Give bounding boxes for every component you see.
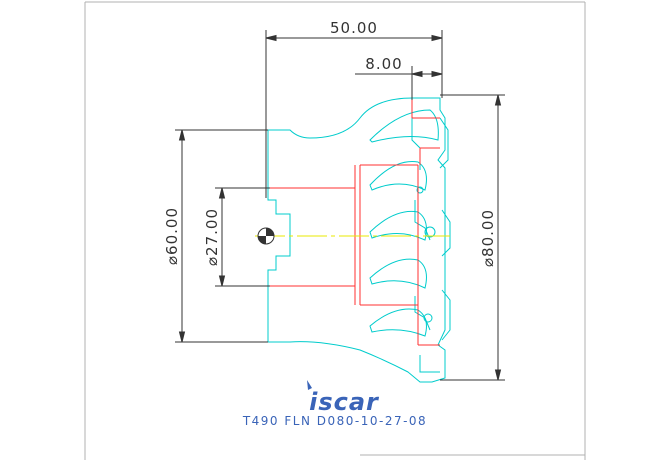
iscar-logo: iscar — [307, 380, 380, 416]
brand-logo-text: iscar — [309, 388, 380, 416]
dim-bore-diameter: ⌀27.00 — [203, 208, 221, 266]
dim-overall-length: 50.00 — [330, 19, 378, 37]
dimension-lines — [175, 30, 505, 381]
datum-symbol — [257, 227, 275, 245]
dim-cutting-diameter: ⌀80.00 — [479, 209, 497, 267]
tool-outline — [267, 97, 451, 383]
sheet-frame — [84, 1, 586, 460]
hidden-lines — [270, 100, 440, 346]
tool-designation: T490 FLN D080-10-27-08 — [242, 414, 428, 428]
dim-insert-offset: 8.00 — [365, 55, 402, 73]
dim-shank-diameter: ⌀60.00 — [163, 207, 181, 265]
